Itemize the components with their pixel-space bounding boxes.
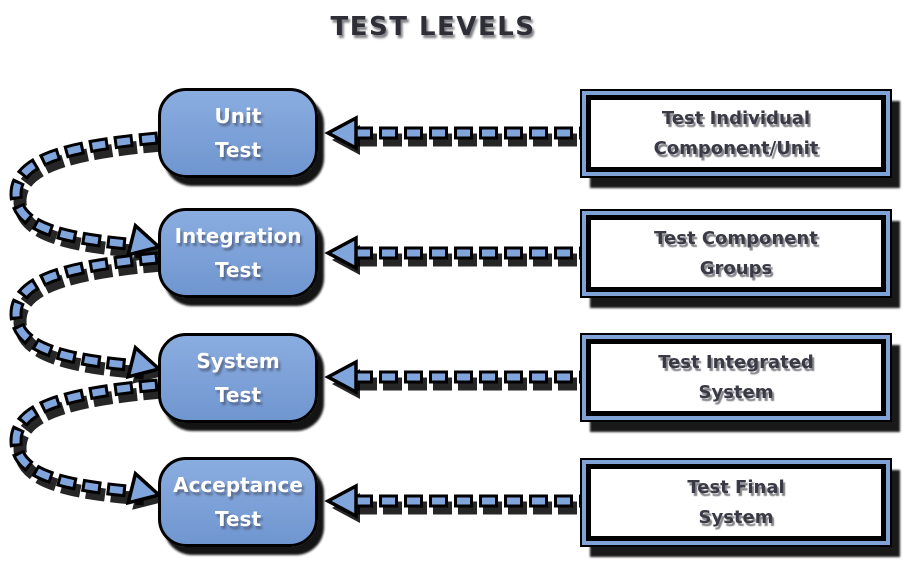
- loop-connector-integration-to-system: [9, 251, 163, 384]
- description-box-system-test: Test Integrated System: [586, 339, 886, 416]
- level-box-acceptance-test: Acceptance Test: [158, 457, 318, 547]
- level-label: Unit Test: [214, 104, 262, 162]
- left-arrowhead-icon: [324, 483, 358, 519]
- loop-shadow: [13, 138, 163, 262]
- arrow-shadow: [332, 125, 590, 155]
- loop-shadow: [13, 258, 163, 384]
- dashed-arrow-row-3: [324, 359, 590, 399]
- level-label: System Test: [196, 349, 280, 407]
- left-arrowhead-icon: [324, 359, 358, 395]
- description-label: Test Component Groups: [654, 227, 818, 279]
- dashed-arrow-row-1: [324, 115, 590, 155]
- dashed-arrow-row-2: [324, 235, 590, 275]
- diagram-title: TEST LEVELS: [330, 12, 536, 42]
- arrow-shadow: [332, 245, 590, 275]
- description-label: Test Integrated System: [658, 351, 814, 403]
- level-box-unit-test: Unit Test: [158, 88, 318, 178]
- description-label: Test Final System: [687, 476, 785, 528]
- loop-connector-unit-to-integration: [9, 131, 163, 262]
- description-box-unit-test: Test Individual Component/Unit: [586, 95, 886, 172]
- left-arrowhead-icon: [324, 115, 358, 151]
- description-box-integration-test: Test Component Groups: [586, 215, 886, 292]
- level-label: Integration Test: [174, 224, 302, 282]
- loop-connector-system-to-acceptance: [9, 378, 163, 510]
- level-box-system-test: System Test: [158, 333, 318, 423]
- description-label: Test Individual Component/Unit: [653, 107, 819, 159]
- description-box-acceptance-test: Test Final System: [586, 464, 886, 541]
- loop-shadow: [13, 385, 163, 510]
- level-label: Acceptance Test: [173, 473, 303, 531]
- left-arrowhead-icon: [324, 235, 358, 271]
- level-box-integration-test: Integration Test: [158, 208, 318, 298]
- dashed-arrow-row-4: [324, 483, 590, 523]
- arrow-shadow: [332, 493, 590, 523]
- arrow-shadow: [332, 369, 590, 399]
